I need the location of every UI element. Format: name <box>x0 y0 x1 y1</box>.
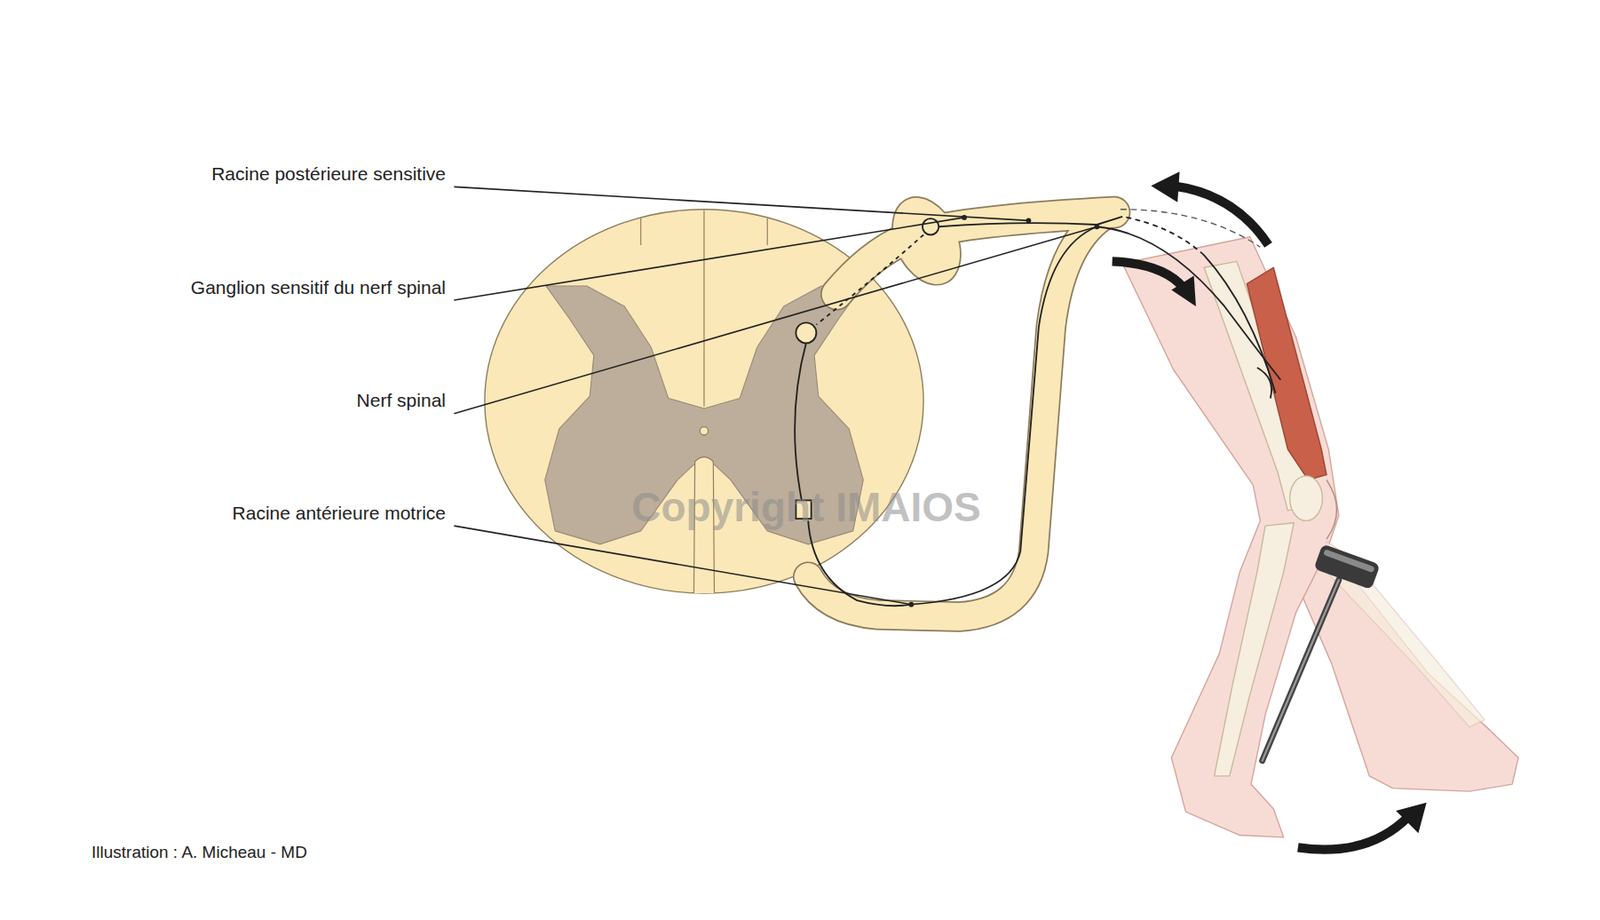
structure-label: Nerf spinal <box>356 389 446 412</box>
spinal-nerve <box>807 184 1115 617</box>
reflex-arc <box>794 216 1281 606</box>
credit-note: Illustration : A. Micheau - MD <box>91 842 308 863</box>
motion-arrows <box>1112 185 1409 849</box>
leader-lines <box>453 186 1100 607</box>
watermark: Copyright IMAIOS <box>631 483 982 531</box>
structure-label: Racine postérieure sensitive <box>211 163 446 185</box>
structure-label: Ganglion sensitif du nerf spinal <box>190 277 446 299</box>
structure-label: Racine antérieure motrice <box>232 502 446 524</box>
leg <box>1122 237 1519 838</box>
reflex-hammer <box>1262 543 1381 761</box>
arrow-heads <box>1150 171 1426 833</box>
